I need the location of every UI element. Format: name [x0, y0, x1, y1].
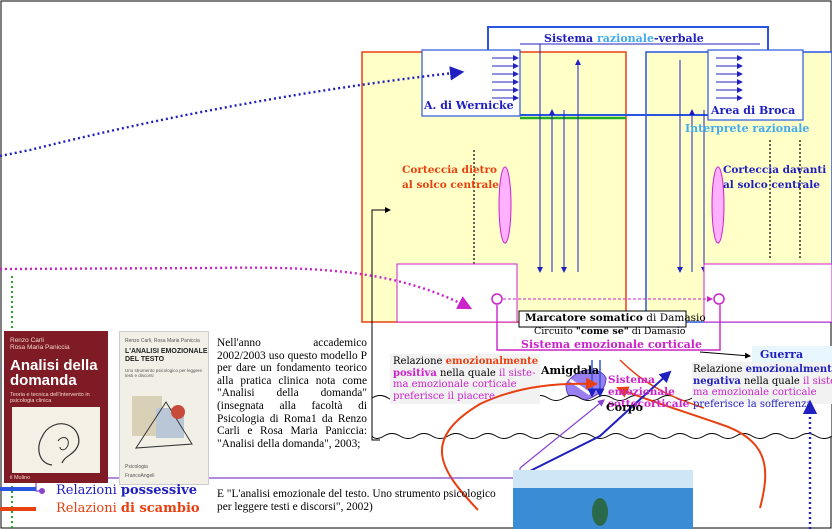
- wernicke-label: A. di Wernicke: [424, 100, 514, 112]
- book2-authors: Renzo Carli, Rosa Maria Paniccia: [125, 338, 200, 344]
- right-node: [714, 294, 724, 304]
- book-cover-analisi-emozionale: Renzo Carli, Rosa Maria Paniccia L'ANALI…: [119, 331, 209, 485]
- left-ellipse: [499, 167, 511, 243]
- book2-illustration: [126, 388, 202, 458]
- as-if-circuit-label: Circuito "come se" di Damasio: [534, 327, 685, 337]
- left-inner-box: [397, 264, 517, 322]
- rational-interpreter-label: Interprete razionale: [685, 123, 809, 135]
- legend-exchange: Relazioni di scambio: [56, 502, 200, 516]
- description-paragraph: Nell'anno accademico 2002/2003 uso quest…: [217, 337, 367, 450]
- legend-possessive: Relazioni possessive: [56, 484, 197, 498]
- book2-publisher: FrancoAngeli: [125, 473, 154, 479]
- negative-relation-text: Relazione emozionalmente negativa nella …: [693, 364, 832, 410]
- war-label: Guerra: [760, 349, 803, 361]
- possessive-swatch: [0, 487, 36, 491]
- book1-subtitle: Teoria e tecnica dell'intervento in psic…: [10, 392, 100, 404]
- body-label: Corpo: [606, 402, 643, 414]
- sky-clouds: [513, 470, 693, 488]
- war-arrow: [700, 352, 750, 356]
- abstract-art-icon: [126, 388, 202, 458]
- book2-series: Psicologia: [125, 464, 148, 470]
- right-inner-box: [704, 264, 832, 322]
- book2-subtitle: Uno strumento psicologico per leggere te…: [125, 368, 203, 378]
- cortical-emotional-system-label: Sistema emozionale corticale: [521, 339, 702, 351]
- positive-relation-text: Relazione emozionalmente positiva nella …: [393, 356, 538, 402]
- system-title: Sistema razionale-verbale: [544, 33, 704, 45]
- book1-publisher: il Mulino: [10, 475, 30, 481]
- second-book-reference: E "L'analisi emozionale del testo. Uno s…: [217, 488, 513, 513]
- somatic-marker-label: Marcatore somatico di Damasio: [525, 313, 706, 324]
- amygdala-label: Amigdala: [541, 365, 599, 377]
- head-sketch-icon: [12, 407, 100, 473]
- book1-illustration: [12, 407, 100, 473]
- broca-label: Area di Broca: [711, 105, 795, 117]
- left-node: [492, 294, 502, 304]
- exchange-swatch: [0, 507, 36, 511]
- photo-figure: [592, 498, 608, 526]
- possessive-dot: [39, 488, 45, 494]
